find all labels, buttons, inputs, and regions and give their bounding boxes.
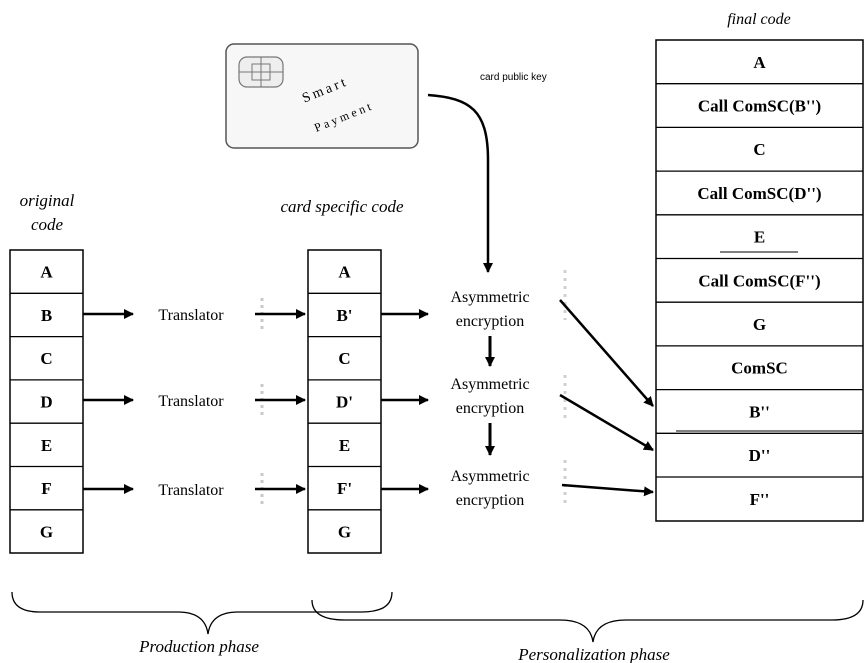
card-chip-icon xyxy=(238,56,284,88)
original-code-cell: E xyxy=(41,436,52,455)
encryption-block-3: Asymmetric encryption xyxy=(450,468,529,509)
smart-card-image: Smart Payment xyxy=(225,43,419,149)
final-code-cell: Call ComSC(F'') xyxy=(698,271,820,290)
card-specific-code-title: card specific code xyxy=(280,197,403,216)
final-code-cell: A xyxy=(753,53,766,72)
card-specific-code-cell: F' xyxy=(337,479,352,498)
translator-row-2: Translator xyxy=(83,384,306,416)
final-code-cell: B'' xyxy=(749,402,770,421)
original-code-cell: B xyxy=(41,306,52,325)
translator-row-3: Translator xyxy=(83,473,306,505)
original-code-cell: D xyxy=(40,393,52,412)
final-code-cell: E xyxy=(754,228,765,247)
card-specific-code-cell: B' xyxy=(336,306,352,325)
final-code-cell: ComSC xyxy=(731,359,788,378)
card-specific-code-cell: C xyxy=(338,349,350,368)
card-specific-code-cell: E xyxy=(339,436,350,455)
encryption-block-2: Asymmetric encryption xyxy=(450,376,529,417)
encryption-label-line2: encryption xyxy=(456,492,524,509)
final-code-cell: Call ComSC(B'') xyxy=(698,97,821,116)
final-code-cell: G xyxy=(753,315,766,334)
card-specific-code-cell: A xyxy=(338,263,351,282)
public-key-arrow xyxy=(427,93,493,273)
output-arrow-f xyxy=(561,483,654,497)
original-code-title-line1: original xyxy=(20,191,75,210)
translator-row-1: Translator xyxy=(83,298,306,330)
original-code-cell: G xyxy=(40,522,53,541)
encryption-label-line2: encryption xyxy=(456,400,524,417)
translator-label: Translator xyxy=(158,307,224,324)
production-phase-label: Production phase xyxy=(138,637,259,656)
original-code-cell: F xyxy=(41,479,51,498)
final-code-cell: D'' xyxy=(749,446,771,465)
original-code-cell: C xyxy=(40,349,52,368)
translator-label: Translator xyxy=(158,482,224,499)
card-specific-code-cell: G xyxy=(338,522,351,541)
original-code-column: original code A B C D E F G xyxy=(9,191,84,554)
output-arrow-b xyxy=(559,299,654,407)
final-code-title: final code xyxy=(727,11,791,28)
final-code-cell: Call ComSC(D'') xyxy=(697,184,821,203)
final-code-cell: C xyxy=(753,140,765,159)
card-specific-code-column: card specific code A B' C D' E F' G xyxy=(280,197,404,554)
output-arrow-d xyxy=(559,393,654,452)
personalization-phase-label: Personalization phase xyxy=(517,645,670,663)
production-phase-brace xyxy=(11,591,393,635)
card-public-key-label: card public key xyxy=(480,72,547,83)
final-code-cell: F'' xyxy=(750,490,770,509)
encryption-label-line2: encryption xyxy=(456,313,524,330)
translator-label: Translator xyxy=(158,393,224,410)
encryption-label-line1: Asymmetric xyxy=(450,376,529,393)
encryption-block-1: Asymmetric encryption xyxy=(450,289,529,330)
personalization-phase-brace xyxy=(311,599,864,643)
encryption-label-line1: Asymmetric xyxy=(450,468,529,485)
final-code-column: final code A Call ComSC(B'') C Call ComSC(D… xyxy=(655,11,864,522)
original-code-cell: A xyxy=(40,263,53,282)
encryption-label-line1: Asymmetric xyxy=(450,289,529,306)
original-code-title-line2: code xyxy=(31,215,64,234)
card-specific-code-cell: D' xyxy=(336,393,353,412)
